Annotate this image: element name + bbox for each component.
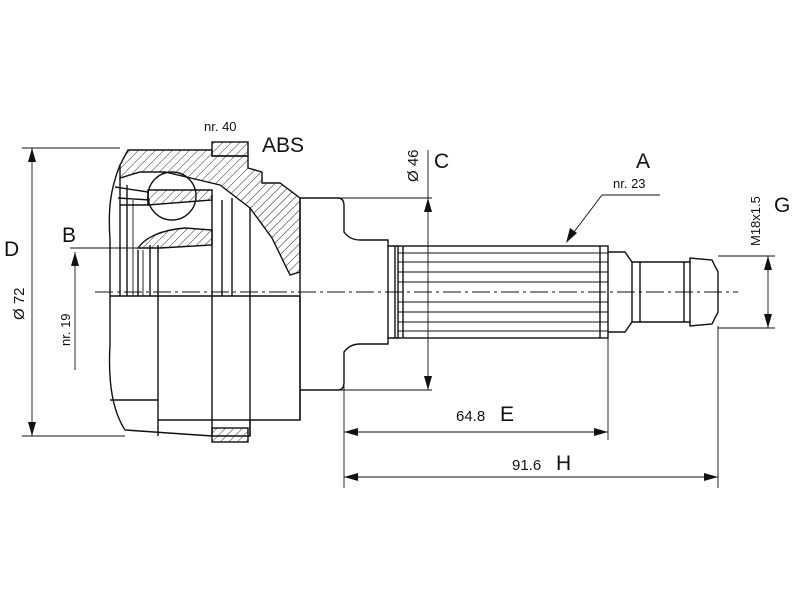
splined-section	[397, 245, 609, 339]
label-e: E	[500, 403, 514, 426]
label-nr23: nr. 23	[613, 176, 646, 191]
shaft	[300, 197, 719, 391]
inner-race-hatched	[136, 227, 213, 249]
label-diameter-46: Ø 46	[405, 149, 422, 182]
label-d: D	[4, 238, 19, 261]
label-thread-m18: M18x1.5	[748, 196, 763, 246]
label-h: H	[556, 452, 571, 475]
label-nr40: nr. 40	[204, 119, 237, 134]
label-b: B	[62, 224, 76, 247]
label-abs: ABS	[262, 134, 304, 157]
label-diameter-72: Ø 72	[11, 287, 28, 320]
label-e-value: 64.8	[456, 408, 485, 425]
threaded-end	[632, 257, 719, 327]
abs-ring-bottom	[211, 427, 249, 443]
housing-outline	[108, 164, 301, 437]
label-nr19: nr. 19	[58, 313, 73, 346]
ball	[147, 171, 197, 221]
label-c: C	[434, 150, 449, 173]
housing-wall-hatched	[119, 149, 301, 276]
label-g: G	[774, 194, 790, 217]
abs-ring-top	[211, 141, 249, 157]
label-a: A	[636, 150, 650, 173]
dimension-lines	[22, 147, 775, 488]
label-h-value: 91.6	[512, 457, 541, 474]
cage-and-ball	[114, 171, 213, 296]
